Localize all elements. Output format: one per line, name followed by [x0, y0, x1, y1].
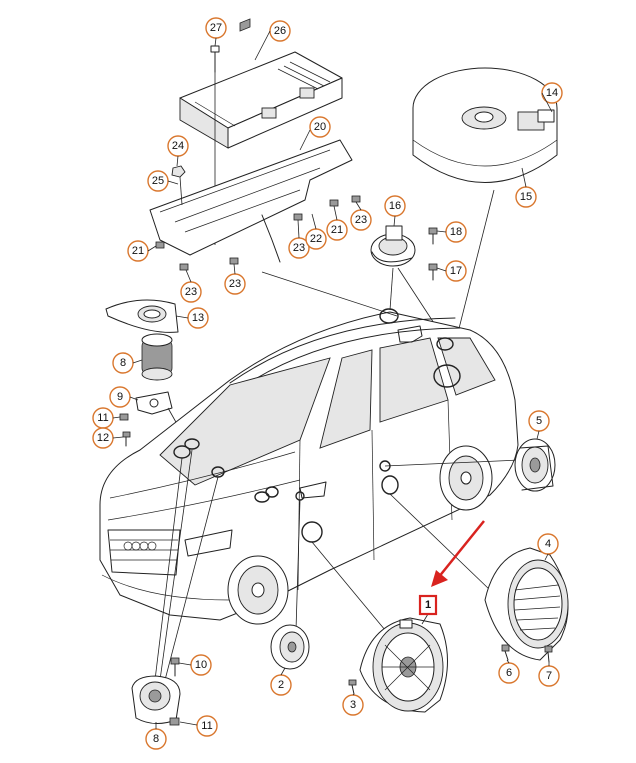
callout-17: 17 [445, 260, 467, 282]
callout-10: 10 [190, 654, 212, 676]
callout-label: 24 [172, 140, 184, 152]
callout-26: 26 [269, 20, 291, 42]
screw [428, 227, 438, 245]
front-door-speaker [359, 617, 448, 713]
clip [119, 413, 129, 421]
callout-label: 15 [520, 191, 532, 203]
callout-11: 11 [196, 715, 218, 737]
clip [169, 717, 180, 726]
callout-label: 12 [97, 432, 109, 444]
callout-4: 4 [537, 533, 559, 555]
nut [171, 165, 186, 206]
screw [544, 645, 553, 663]
tweeter-bracket [135, 391, 173, 415]
callout-label: 2 [278, 679, 284, 691]
callout-6: 6 [498, 662, 520, 684]
roof-speaker [370, 225, 416, 267]
callout-23: 23 [288, 237, 310, 259]
callout-14: 14 [541, 82, 563, 104]
callout-13: 13 [187, 307, 209, 329]
callout-label: 23 [293, 242, 305, 254]
callout-8: 8 [112, 352, 134, 374]
callout-label: 6 [506, 667, 512, 679]
amplifier [179, 18, 343, 149]
callout-3: 3 [342, 694, 364, 716]
callout-23: 23 [224, 273, 246, 295]
callout-label: 27 [210, 22, 222, 34]
callout-label: 16 [389, 200, 401, 212]
dashboard-speaker [270, 624, 310, 670]
callout-11: 11 [92, 407, 114, 429]
screw [170, 657, 180, 677]
callout-15: 15 [515, 186, 537, 208]
callout-label: 20 [314, 121, 326, 133]
car-body [99, 311, 519, 625]
callout-18: 18 [445, 221, 467, 243]
callout-12: 12 [92, 427, 114, 449]
callout-label: 13 [192, 312, 204, 324]
callout-label: 5 [536, 415, 542, 427]
callout-23: 23 [180, 281, 202, 303]
callout-label: 9 [117, 391, 123, 403]
callout-2: 2 [270, 674, 292, 696]
callout-label: 23 [229, 278, 241, 290]
lower-speaker [131, 675, 181, 724]
rear-door-speaker [514, 438, 556, 492]
callout-9: 9 [109, 386, 131, 408]
callout-label: 23 [355, 214, 367, 226]
mounting-bracket [149, 139, 361, 271]
screw [122, 431, 131, 447]
callout-8: 8 [145, 728, 167, 750]
screw [428, 263, 438, 281]
callout-label: 8 [153, 733, 159, 745]
callout-label: 14 [546, 87, 558, 99]
callout-21: 21 [326, 219, 348, 241]
callout-label: 8 [120, 357, 126, 369]
tweeter-cover [105, 299, 179, 333]
tweeter [141, 333, 173, 381]
callout-1-highlighted: 1 [418, 594, 438, 616]
leader-lines [154, 271, 521, 681]
callout-20: 20 [309, 116, 331, 138]
pointer-arrow [431, 520, 485, 587]
callout-label: 26 [274, 25, 286, 37]
amplifier-bolt [210, 45, 220, 73]
callout-21: 21 [127, 240, 149, 262]
callout-27: 27 [205, 17, 227, 39]
callout-label: 3 [350, 699, 356, 711]
callout-label: 23 [185, 286, 197, 298]
callout-label: 17 [450, 265, 462, 277]
callout-label: 25 [152, 175, 164, 187]
callout-24: 24 [167, 135, 189, 157]
callout-label: 11 [97, 412, 108, 424]
callout-label: 7 [546, 670, 552, 682]
callout-label: 1 [425, 599, 431, 611]
callout-23: 23 [350, 209, 372, 231]
callout-connectors [112, 30, 553, 729]
callout-label: 21 [331, 224, 343, 236]
callout-label: 11 [201, 720, 212, 732]
callout-16: 16 [384, 195, 406, 217]
callout-label: 22 [310, 233, 322, 245]
callout-5: 5 [528, 410, 550, 432]
callout-label: 10 [195, 659, 207, 671]
screw [348, 679, 357, 695]
callout-7: 7 [538, 665, 560, 687]
callout-label: 18 [450, 226, 462, 238]
callout-22: 22 [305, 228, 327, 250]
callout-25: 25 [147, 170, 169, 192]
subwoofer-enclosure [412, 67, 558, 183]
screw [501, 644, 510, 661]
callout-label: 4 [545, 538, 551, 550]
callout-label: 21 [132, 245, 144, 257]
door-woofer [484, 547, 569, 661]
